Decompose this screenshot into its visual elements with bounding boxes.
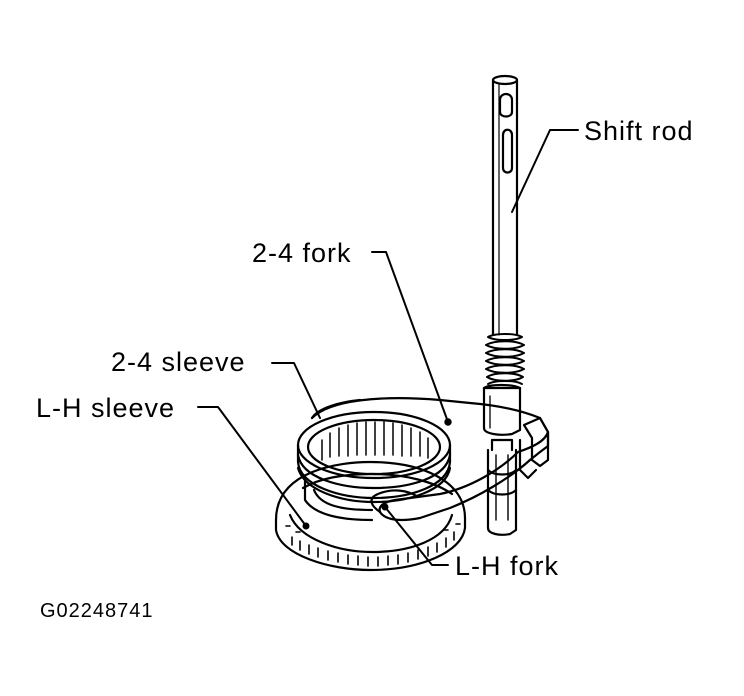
lh-sleeve-part — [276, 462, 465, 570]
label-fork-24: 2-4 fork — [252, 238, 352, 268]
label-lh-sleeve: L-H sleeve — [36, 393, 176, 423]
leader-lines — [198, 130, 578, 565]
leader-fork-24 — [372, 252, 448, 422]
label-shift-rod: Shift rod — [584, 116, 694, 146]
figure-code: G02248741 — [40, 600, 154, 622]
leader-lh-fork — [385, 507, 448, 565]
leader-shift-rod — [512, 130, 578, 212]
fork-plate-part — [304, 398, 548, 535]
shift-rod-part — [484, 76, 524, 435]
leader-sleeve-24 — [272, 363, 320, 418]
leader-lh-sleeve — [198, 407, 306, 526]
label-lh-fork: L-H fork — [455, 551, 560, 581]
label-sleeve-24: 2-4 sleeve — [111, 347, 246, 377]
sleeve-24-part — [298, 412, 450, 520]
